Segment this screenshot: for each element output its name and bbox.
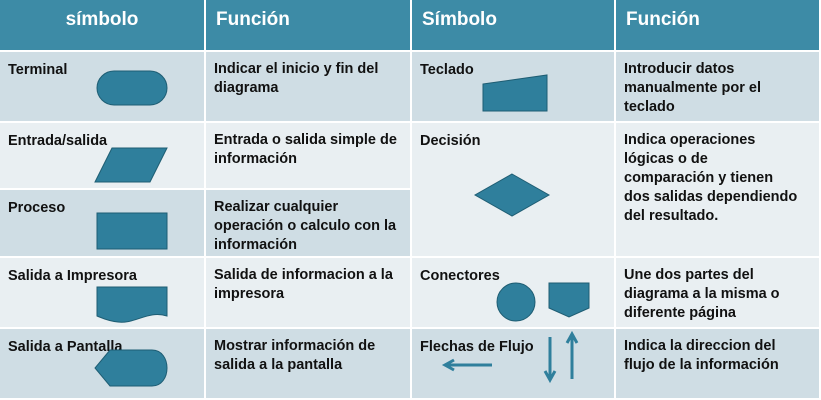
document-shape-icon <box>96 286 168 323</box>
function-text: Indica la direccion del flujo de la info… <box>616 329 821 400</box>
symbol-name: Proceso <box>8 200 66 216</box>
function-text: Realizar cualquier operación o calculo c… <box>206 190 412 258</box>
row-process-symbol: Proceso <box>0 190 206 258</box>
symbol-name: Conectores <box>420 268 500 284</box>
rectangle-shape-icon <box>96 212 168 250</box>
symbol-name: Terminal <box>8 62 68 78</box>
symbol-name: Flechas de Flujo <box>420 339 534 355</box>
function-text: Une dos partes del diagrama a la misma o… <box>616 258 821 329</box>
row-flow-arrows-symbol: Flechas de Flujo <box>412 329 616 400</box>
function-text: Introducir datos manualmente por el tecl… <box>616 52 821 123</box>
symbol-name: Decisión <box>420 133 481 149</box>
arrow-left-icon <box>441 358 492 372</box>
row-terminal-symbol: Terminal <box>0 52 206 123</box>
header-symbol-left: símbolo <box>0 0 206 52</box>
header-symbol-right: Símbolo <box>412 0 616 52</box>
function-text: Mostrar información de salida a la panta… <box>206 329 412 400</box>
arrow-up-icon <box>565 330 579 379</box>
row-printer-symbol: Salida a Impresora <box>0 258 206 329</box>
parallelogram-shape-icon <box>94 147 168 183</box>
symbol-name: Salida a Pantalla <box>8 339 123 355</box>
row-keyboard-symbol: Teclado <box>412 52 616 123</box>
manual-input-shape-icon <box>482 74 548 112</box>
row-io-symbol: Entrada/salida <box>0 123 206 190</box>
row-display-symbol: Salida a Pantalla <box>0 329 206 400</box>
symbol-name: Teclado <box>420 62 474 78</box>
symbol-name: Salida a Impresora <box>8 268 137 284</box>
offpage-connector-icon <box>548 282 590 318</box>
header-function-right: Función <box>616 0 821 52</box>
circle-connector-icon <box>496 282 536 322</box>
row-decision-symbol: Decisión <box>412 123 616 258</box>
function-text: Salida de informacion a la impresora <box>206 258 412 329</box>
function-text: Entrada o salida simple de información <box>206 123 412 190</box>
function-text: Indica operaciones lógicas o de comparac… <box>616 123 821 258</box>
function-text: Indicar el inicio y fin del diagrama <box>206 52 412 123</box>
header-function-left: Función <box>206 0 412 52</box>
arrow-down-icon <box>543 337 557 384</box>
display-shape-icon <box>94 349 168 387</box>
diamond-shape-icon <box>473 173 551 217</box>
row-connector-symbol: Conectores <box>412 258 616 329</box>
terminal-shape-icon <box>96 70 168 106</box>
symbol-name: Entrada/salida <box>8 133 108 149</box>
